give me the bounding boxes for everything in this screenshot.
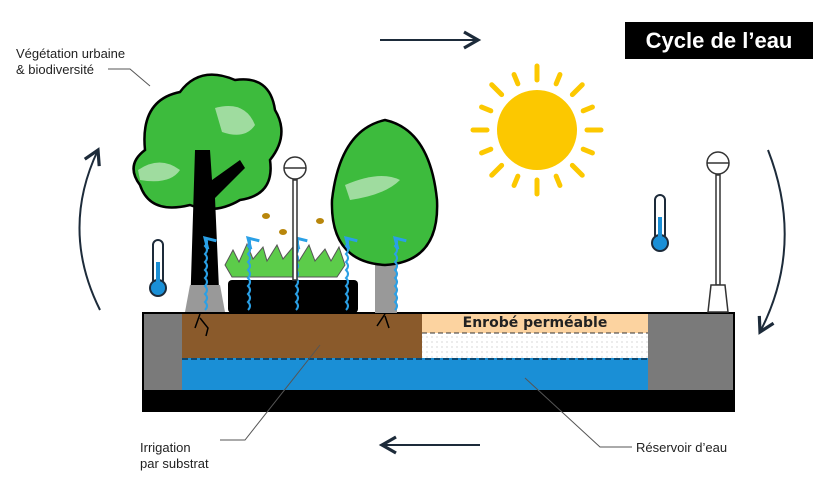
irrigation-label: Irrigation par substrat: [140, 440, 209, 472]
sun-ray: [553, 72, 563, 87]
cycle-arrow-icon: [78, 30, 786, 455]
water-up-arrow: [245, 235, 260, 311]
roots: [194, 313, 390, 337]
vegetation-label: Végétation urbaine & biodiversité: [16, 46, 125, 78]
sun-ray: [580, 146, 595, 156]
sun-ray: [479, 146, 494, 156]
tree-icon: [132, 73, 283, 312]
water-up-arrow: [392, 235, 407, 311]
irrigation-label-line1: Irrigation: [140, 440, 191, 455]
leader-lines: [108, 68, 632, 448]
vegetation-label-line2: & biodiversité: [16, 62, 95, 77]
thermometer-icon: [149, 194, 669, 297]
page-title: Cycle de l’eau: [625, 22, 813, 59]
sun-ray: [569, 162, 585, 178]
ground-section: [142, 312, 735, 412]
evaporation-arrows: [202, 235, 407, 311]
planter: [224, 242, 358, 313]
enrobe-label: Enrobé perméable: [462, 315, 608, 331]
tree-icon: [330, 118, 439, 313]
water-up-arrow: [202, 235, 217, 311]
water-up-arrow: [293, 235, 308, 311]
sun-ray: [479, 104, 494, 114]
sun-icon: [470, 63, 604, 197]
sun-ray: [511, 173, 521, 188]
sun-ray: [511, 72, 521, 87]
reservoir-label: Réservoir d’eau: [636, 440, 728, 455]
irrigation-label-line2: par substrat: [140, 456, 209, 471]
sun-ray: [553, 173, 563, 188]
sun-ray: [489, 82, 505, 98]
bee-icon: [262, 213, 324, 235]
sun-ray: [580, 104, 595, 114]
sun-ray: [489, 162, 505, 178]
vegetation-label-line1: Végétation urbaine: [16, 46, 126, 61]
water-up-arrow: [343, 235, 358, 311]
street-lamp-icon: [283, 151, 730, 313]
sun-ray: [569, 82, 585, 98]
